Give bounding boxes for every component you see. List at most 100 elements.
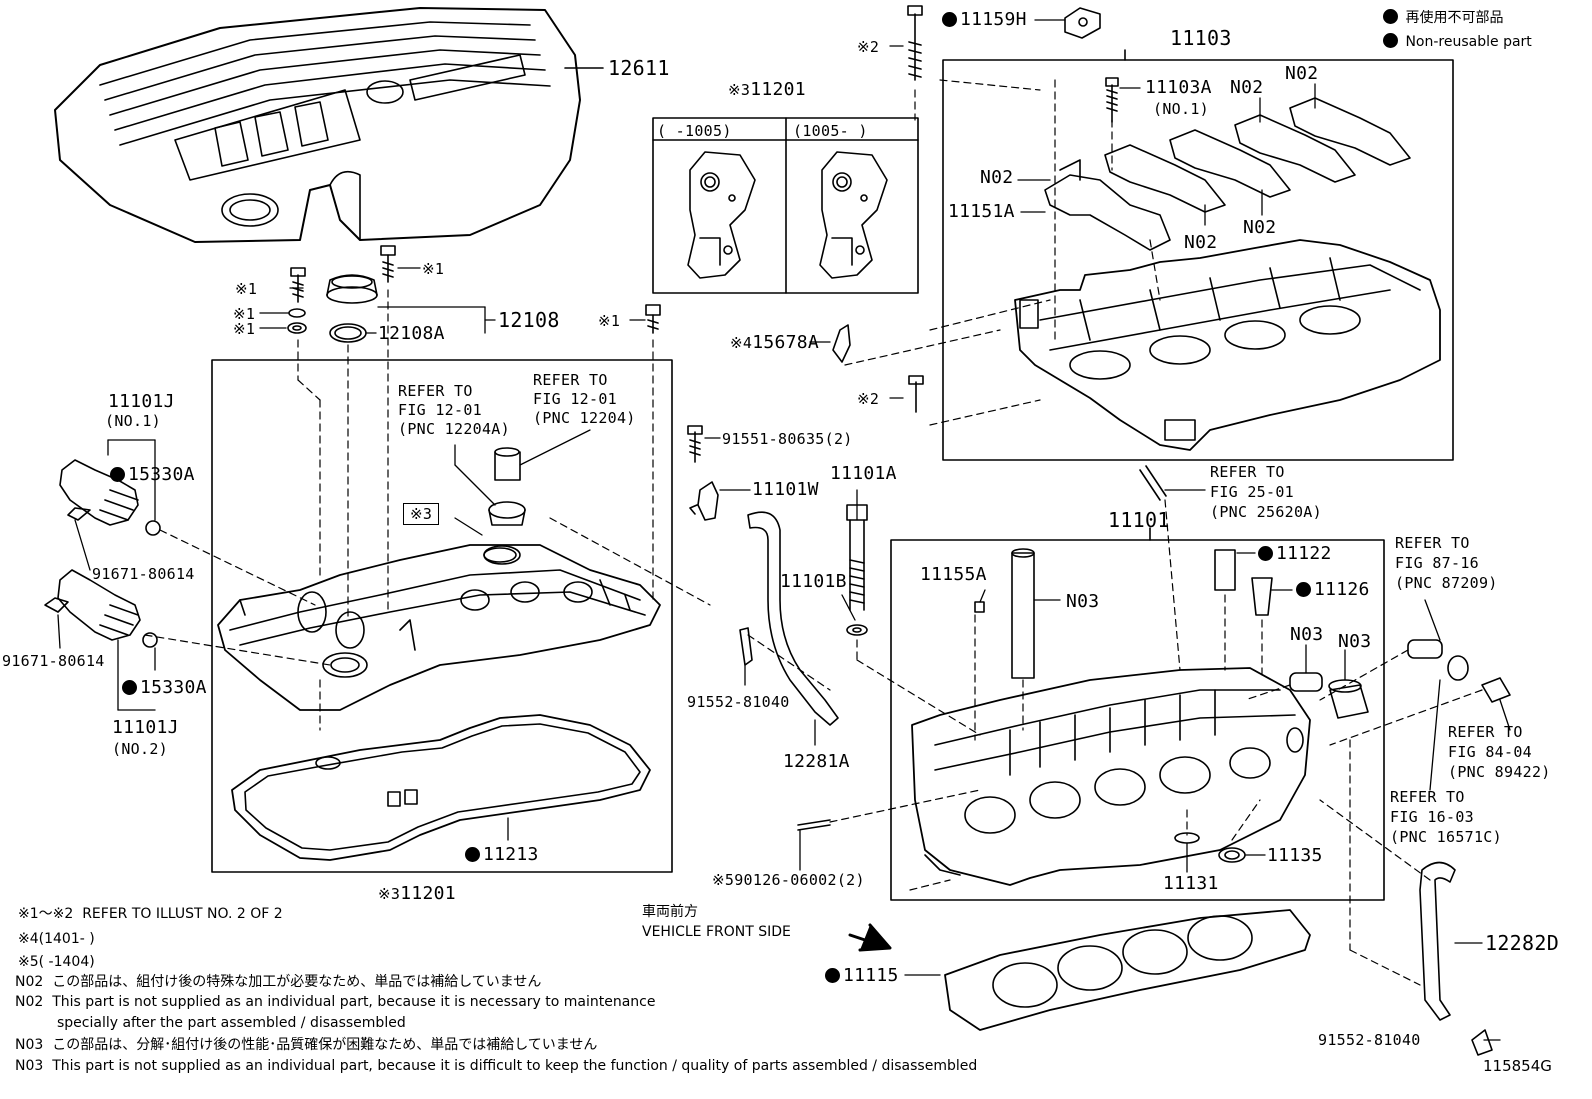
non-reusable-dot-icon [1296, 582, 1311, 597]
label-91552-1: 91552-81040 [687, 693, 790, 711]
note-row: N03 この部品は、分解･組付け後の性能･品質確保が困難なため、単品では補給して… [15, 1036, 597, 1054]
sensor-11101W [687, 425, 719, 521]
note-row: specially after the part assembled / dis… [57, 1014, 406, 1032]
note-row: ※1～※2 REFER TO ILLUST NO. 2 OF 2 [18, 905, 283, 923]
label-11201-bottom-text: 11201 [400, 883, 456, 904]
note-key: ※1～※2 [18, 906, 74, 922]
non-reusable-dot-icon [825, 968, 840, 983]
refer-fig-87-16: REFER TO FIG 87-16 (PNC 87209) [1395, 534, 1498, 592]
inset-col-left: ( -1005) [657, 122, 732, 140]
note-text: specially after the part assembled / dis… [57, 1015, 406, 1031]
inset-11201-variants [652, 117, 919, 294]
note-row: N02 この部品は、組付け後の特殊な加工が必要なため、単品では補給していません [15, 973, 541, 991]
label-11101J-no1: 11101J [108, 391, 175, 412]
label-15330A-1-text: 15330A [128, 464, 195, 485]
note-key: N02 [15, 994, 44, 1010]
non-reusable-dot-icon [1383, 9, 1398, 24]
label-11101B: 11101B [780, 571, 847, 592]
label-11122: 11122 [1258, 544, 1332, 564]
note-key: N03 [15, 1058, 44, 1074]
refer-fig-12-01-12204A: REFER TO FIG 12-01 (PNC 12204A) [398, 382, 510, 438]
label-11201-bottom: ※311201 [378, 884, 456, 904]
note-text: (1401- ) [38, 931, 95, 947]
cover-gasket-11213 [231, 714, 651, 861]
engine-cover-12611 [54, 7, 581, 243]
leader-lines [57, 19, 1511, 1041]
note-text: ( -1404) [38, 954, 95, 970]
mark-x4: ※4 [730, 334, 753, 352]
refer-fig-25-01: REFER TO FIG 25-01 (PNC 25620A) [1210, 463, 1322, 521]
inset-col-right: (1005- ) [793, 122, 868, 140]
label-11101: 11101 [1108, 508, 1170, 532]
note-key: N03 [15, 1037, 44, 1053]
note-text: REFER TO ILLUST NO. 2 OF 2 [82, 906, 283, 922]
front-side-en: VEHICLE FRONT SIDE [642, 924, 791, 940]
non-reusable-dot-icon [110, 467, 125, 482]
box-11101 [890, 539, 1385, 901]
dashed-guides [144, 79, 1483, 986]
note-key: ※5 [18, 954, 39, 970]
label-11213: 11213 [465, 845, 539, 865]
note-row: N02 This part is not supplied as an indi… [15, 993, 655, 1011]
cylinder-head [911, 667, 1311, 886]
bracket-12282D [1419, 861, 1493, 1056]
label-91671-2: 91671-80614 [2, 652, 105, 670]
label-n02-a: N02 [1230, 77, 1264, 98]
mark-x2-b: ※2 [857, 390, 880, 408]
note-text: この部品は、分解･組付け後の性能･品質確保が困難なため、単品では補給していません [52, 1037, 598, 1053]
mark-x3: ※3 [728, 81, 751, 99]
box-11103 [942, 59, 1454, 461]
front-arrow [848, 923, 892, 952]
refer-fig-16-03: REFER TO FIG 16-03 (PNC 16571C) [1390, 788, 1502, 846]
note-key: N02 [15, 974, 44, 990]
label-11135: 11135 [1267, 845, 1323, 866]
label-11126-text: 11126 [1314, 579, 1370, 600]
label-12281A: 12281A [783, 751, 850, 772]
note-text: This part is not supplied as an individu… [52, 1058, 978, 1074]
mark-x1-a: ※1 [235, 280, 258, 298]
label-90126-text: 90126-06002(2) [734, 871, 865, 889]
bearing-caps [1044, 97, 1411, 251]
note-text: This part is not supplied as an individu… [52, 994, 656, 1010]
cylinder-head-cover [217, 544, 661, 711]
mark-x5: ※5 [712, 871, 735, 889]
bolt-11101A [846, 504, 868, 636]
label-n02-b: N02 [1285, 63, 1319, 84]
mark-x3-boxed: ※3 [403, 503, 440, 525]
mark-x1-c: ※1 [233, 320, 256, 338]
label-n02-e: N02 [1243, 217, 1277, 238]
non-reusable-dot-icon [942, 12, 957, 27]
label-11103: 11103 [1170, 26, 1232, 50]
box-11201 [211, 359, 673, 873]
mark-x2-a: ※2 [857, 38, 880, 56]
label-15330A-2-text: 15330A [140, 677, 207, 698]
label-11126: 11126 [1296, 580, 1370, 600]
label-11101W: 11101W [752, 479, 819, 500]
label-11101J-no1-sub: (NO.1) [105, 412, 161, 430]
label-91671-1: 91671-80614 [92, 565, 195, 583]
note-row: ※4(1401- ) [18, 930, 95, 948]
label-11159H-text: 11159H [960, 9, 1027, 30]
mark-x1-b: ※1 [233, 305, 256, 323]
front-side-jp: 車両前方 [642, 904, 698, 920]
non-reusable-dot-icon [1258, 546, 1273, 561]
legend-en: Non-reusable part [1383, 33, 1532, 50]
mark-x3-bottom: ※3 [378, 885, 401, 903]
bracket-12281A [739, 511, 839, 726]
label-11201-top: ※311201 [728, 80, 806, 100]
non-reusable-dot-icon [122, 680, 137, 695]
label-15678A-text: 15678A [752, 332, 820, 353]
bolts-top-right [832, 5, 1119, 413]
label-11159H: 11159H [942, 10, 1027, 30]
stud-25620A [1139, 465, 1167, 501]
label-n02-c: N02 [980, 167, 1014, 188]
label-11122-text: 11122 [1276, 543, 1332, 564]
refer-fig-12-01-12204: REFER TO FIG 12-01 (PNC 12204) [533, 371, 636, 427]
non-reusable-dot-icon [465, 847, 480, 862]
label-11213-text: 11213 [483, 844, 539, 865]
label-n03-c: N03 [1338, 631, 1372, 652]
label-11101J-no2: 11101J [112, 717, 179, 738]
label-12611: 12611 [608, 56, 670, 80]
note-row: ※5( -1404) [18, 953, 95, 971]
